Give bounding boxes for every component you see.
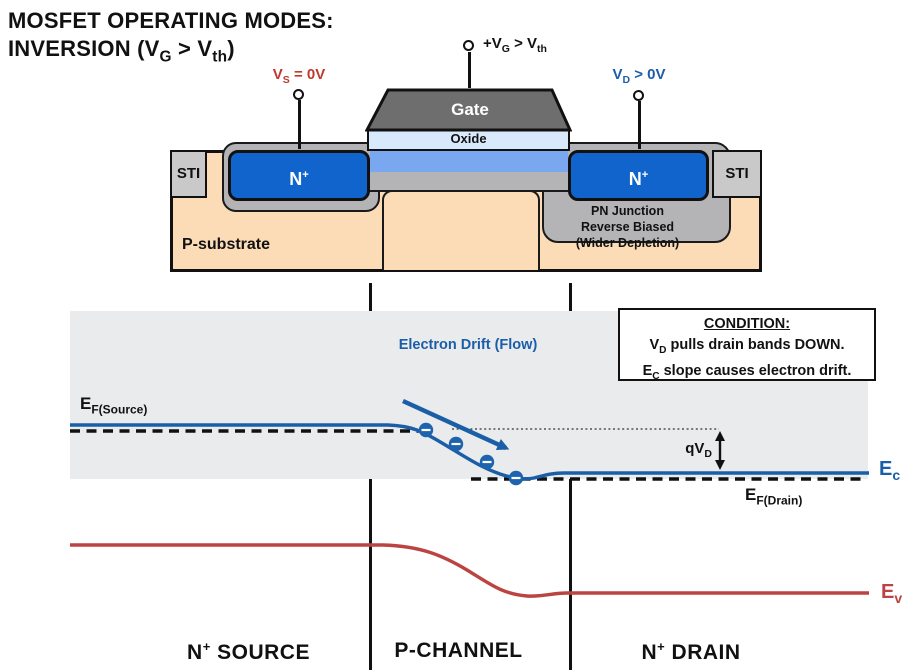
electron-drift-label: Electron Drift (Flow) bbox=[398, 337, 538, 353]
gate-terminal-wire bbox=[468, 52, 471, 88]
source-terminal-wire bbox=[298, 100, 301, 149]
pn-junction-note-line1: PN Junction bbox=[591, 204, 664, 218]
gate-terminal-icon bbox=[463, 40, 474, 51]
source-divider-tick bbox=[369, 283, 372, 311]
pn-junction-note-line2: Reverse Biased bbox=[580, 220, 675, 234]
sti-left-region: STI bbox=[170, 150, 207, 198]
pn-junction-note-line3: (Wider Depletion) bbox=[575, 236, 680, 250]
ev-label: Ev bbox=[881, 581, 903, 606]
n-plus-drain-region: N+ bbox=[568, 150, 709, 201]
region-label-channel: P-CHANNEL bbox=[394, 639, 523, 662]
ec-label: Ec bbox=[879, 458, 901, 483]
source-terminal-icon bbox=[293, 89, 304, 100]
condition-line2: EC slope causes electron drift. bbox=[642, 362, 852, 382]
drain-voltage-label: VD > 0V bbox=[612, 66, 666, 86]
substrate-bump bbox=[382, 190, 540, 270]
drain-terminal-icon bbox=[633, 90, 644, 101]
page-title-line1: MOSFET OPERATING MODES: bbox=[8, 8, 334, 33]
gate-label: Gate bbox=[451, 100, 489, 119]
condition-line1: VD pulls drain bands DOWN. bbox=[649, 337, 845, 356]
gate-shape bbox=[365, 88, 572, 132]
inversion-channel-layer bbox=[370, 150, 568, 172]
substrate-label: P-substrate bbox=[182, 236, 271, 253]
condition-box: CONDITION: VD pulls drain bands DOWN. EC… bbox=[618, 308, 876, 382]
n-plus-source-region: N+ bbox=[228, 150, 370, 201]
condition-heading: CONDITION: bbox=[703, 316, 791, 332]
region-label-source: N+ SOURCE bbox=[187, 639, 310, 664]
drain-terminal-wire bbox=[638, 101, 641, 149]
qvd-label: qVD bbox=[685, 440, 712, 460]
ef-source-label: EF(Source) bbox=[80, 394, 148, 417]
pn-junction-note: PN Junction Reverse Biased (Wider Deplet… bbox=[544, 203, 711, 251]
ev-curve bbox=[70, 543, 869, 598]
ef-drain-label: EF(Drain) bbox=[745, 485, 803, 508]
channel-drain-divider bbox=[569, 479, 572, 670]
page-title-line2: INVERSION (VG > Vth) bbox=[8, 36, 235, 66]
region-label-drain: N+ DRAIN bbox=[641, 639, 741, 664]
drain-divider-tick bbox=[569, 283, 572, 311]
source-voltage-label: VS = 0V bbox=[272, 66, 326, 86]
gate-voltage-label: +VG > Vth bbox=[483, 35, 547, 55]
sti-right-region: STI bbox=[712, 150, 762, 198]
